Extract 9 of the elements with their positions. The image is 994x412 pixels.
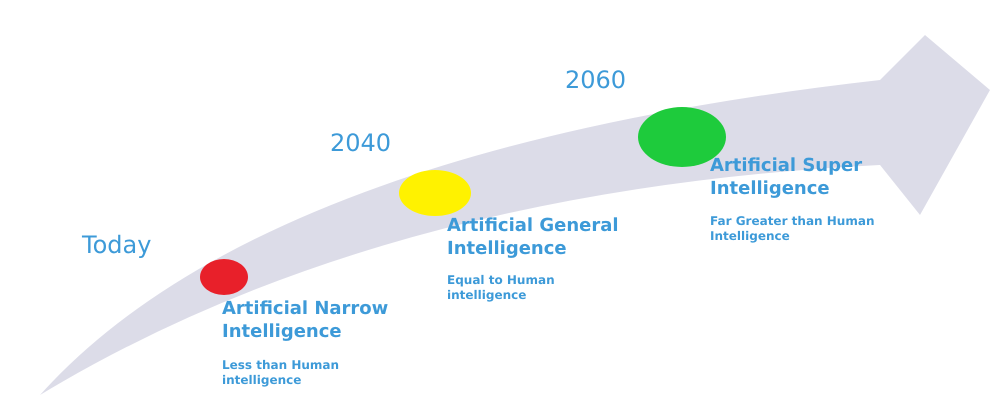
year-label: 2040 [330, 128, 392, 158]
year-label: Today [82, 230, 152, 260]
stage-title: Artificial General Intelligence [447, 215, 620, 260]
stage-description: Equal to Human intelligence [447, 273, 556, 303]
stage-title: Artificial Narrow Intelligence [222, 298, 390, 343]
stage-description: Less than Human intelligence [222, 358, 340, 388]
stage-description: Far Greater than Human Intelligence [710, 214, 876, 244]
year-label: 2060 [565, 65, 626, 95]
stage-title: Artificial Super Intelligence [710, 155, 864, 200]
